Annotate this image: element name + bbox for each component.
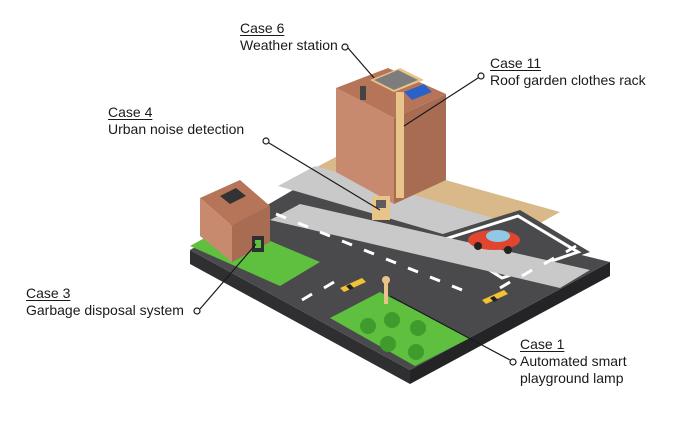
callout-case4: Case 4 Urban noise detection [108,104,244,138]
case3-title: Case 3 [26,285,71,301]
case6-title: Case 6 [240,20,285,36]
case3-text: Garbage disposal system [26,302,184,318]
case1-text-line2: playground lamp [520,370,624,386]
callout-case11: Case 11 Roof garden clothes rack [490,55,646,89]
callout-case3: Case 3 Garbage disposal system [26,285,184,319]
ground-platform-side-right [410,262,610,384]
grass-front [330,292,470,366]
sidewalk-front [270,204,590,288]
case6-text: Weather station [240,37,338,53]
speed-bumps [340,278,508,304]
trees [360,312,426,360]
ground-platform-side-left [190,250,410,384]
case4-title: Case 4 [108,104,153,120]
garbage-building [200,180,270,262]
case11-text: Roof garden clothes rack [490,72,646,88]
callout-case1: Case 1 Automated smart playground lamp [520,336,627,387]
road-dashes [275,212,577,302]
leader-lines [193,43,517,366]
sidewalk-back [278,166,520,246]
smart-lamp [382,276,390,304]
ground-platform-top [190,186,610,370]
callout-case6: Case 6 Weather station [240,20,338,54]
case1-text-line1: Automated smart [520,353,627,369]
red-car [468,230,520,254]
main-building [336,68,446,220]
case11-title: Case 11 [490,55,542,71]
case1-title: Case 1 [520,336,565,352]
case4-text: Urban noise detection [108,121,245,137]
